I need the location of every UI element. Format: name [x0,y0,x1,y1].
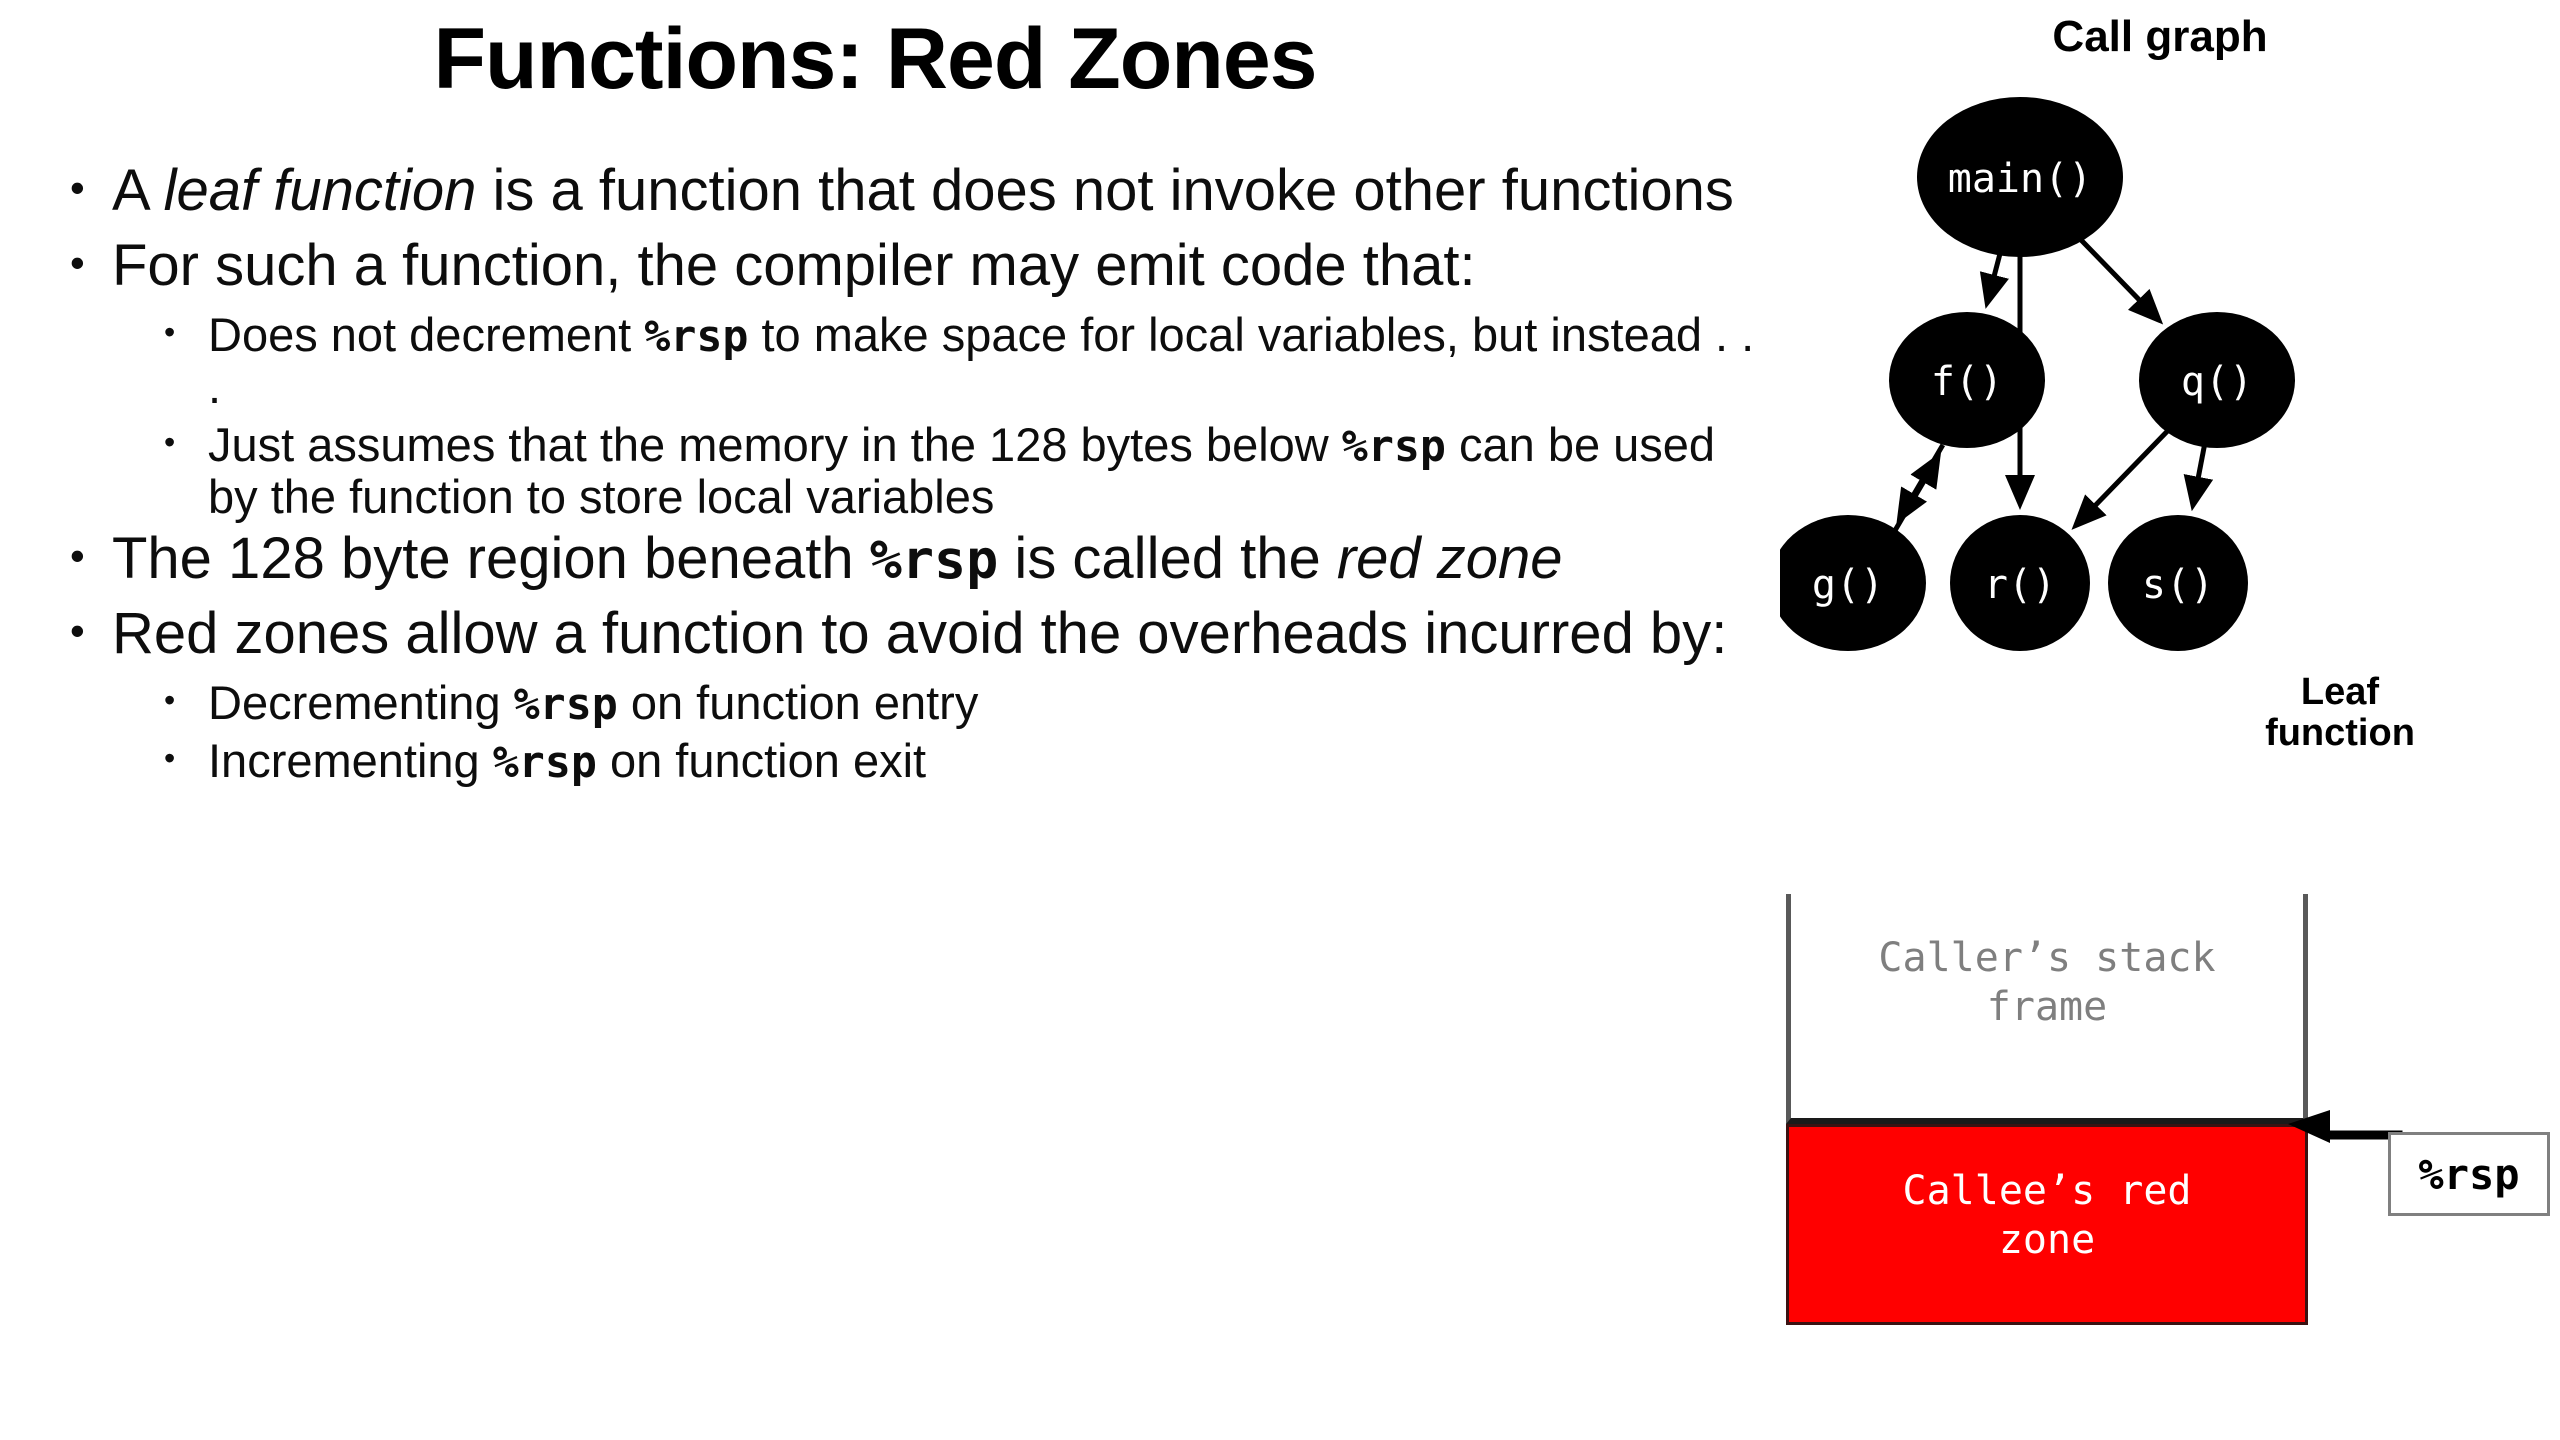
bullet-text-segment: %rsp [492,738,597,789]
bullet-decrementing-rsp-on-entry: Decrementing %rsp on function entry [60,676,1760,731]
node-ellipse [1780,515,1926,651]
bullet-text-segment: on function exit [596,734,927,788]
bullet-assumes-128-bytes-below-rsp: Just assumes that the memory in the 128 … [60,417,1760,523]
bullet-does-not-decrement-rsp: Does not decrement %rsp to make space fo… [60,308,1760,414]
bullet-text-segment: is a function that does not invoke other… [476,158,1734,223]
bullet-text-segment: %rsp [644,312,749,363]
node-ellipse [1950,515,2090,651]
bullet-red-zones-avoid-overheads: Red zones allow a function to avoid the … [60,600,1760,666]
bullet-text-segment: Decrementing [208,676,514,730]
stack-diagram-figure: Caller’s stack frame Callee’s red zone %… [1780,880,2560,1350]
bullet-text-segment: leaf function [163,158,477,223]
node-label-f: f() [1931,359,2003,405]
bullet-compiler-emit-code: For such a function, the compiler may em… [60,232,1760,298]
rsp-callout-box: %rsp [2388,1132,2550,1216]
bullet-text-segment: Incrementing [208,734,493,788]
leaf-annotation-line-2: function [2265,712,2415,755]
bullet-incrementing-rsp-on-exit: Incrementing %rsp on function exit [60,734,1760,789]
red-zone-line-1: Callee’s red [1902,1168,2192,1214]
call-graph-nodes: main() f() q() g() r() s() [1780,97,2295,651]
bullet-text-segment: Does not decrement [208,308,645,362]
node-label-s: s() [2142,562,2214,608]
bullet-text-segment: to make space for local variables, but i… [208,308,1755,414]
call-graph-title: Call graph [2052,12,2268,61]
bullet-text-segment: %rsp [869,527,999,591]
page-title: Functions: Red Zones [433,11,1318,107]
call-edge-q-to-s [2183,444,2214,512]
callers-stack-frame-box: Caller’s stack frame [1786,894,2308,1124]
call-graph-figure: Call graph main() f() q() g() r() s() Leaf fu… [1780,0,2560,800]
call-graph-node-main: main() [1917,97,2123,257]
bullet-text-segment: on function entry [617,676,979,730]
call-edge-main-to-q [2078,237,2164,325]
call-edge-g-to-f [1892,451,1942,533]
bullet-text-segment: For such a function, the compiler may em… [112,232,1476,298]
call-graph-node-s: s() [2108,515,2248,651]
node-ellipse [1917,97,2123,257]
caller-frame-line-1: Caller’s stack [1878,935,2216,981]
node-ellipse [2108,515,2248,651]
rsp-arrow-head [2288,1110,2330,1143]
call-edge-q-to-r [2071,428,2170,530]
bullet-text-segment: %rsp [513,680,618,731]
bullet-list: A leaf function is a function that does … [60,158,1760,793]
call-graph-node-g: g() [1780,515,1926,651]
callees-red-zone-box: Callee’s red zone [1786,1124,2308,1325]
bullet-text-segment: can be used by the function to store loc… [208,417,1716,523]
bullet-text-segment: Red zones allow a function to avoid the … [112,600,1728,666]
bullet-text-segment: red zone [1336,525,1563,591]
node-label-q: q() [2181,359,2253,405]
node-label-r: r() [1984,562,2056,608]
node-label-main: main() [1948,156,2093,202]
node-label-g: g() [1812,562,1884,608]
callees-red-zone-label: Callee’s red zone [1789,1167,2305,1265]
node-ellipse [2139,312,2295,448]
call-edge-main-to-f [1979,252,2009,309]
callers-stack-frame-label: Caller’s stack frame [1791,934,2303,1032]
bullet-text-segment: Just assumes that the memory in the 128 … [208,417,1342,471]
bullet-text-segment: is called the [998,525,1337,591]
bullet-text-segment: %rsp [1341,421,1446,472]
call-graph-edges [1892,237,2214,533]
leaf-function-annotation: Leaf function [2240,671,2440,755]
caller-frame-line-2: frame [1986,983,2108,1030]
bullet-text-segment: A [112,158,164,223]
leaf-annotation-line-1: Leaf [2300,671,2380,713]
call-graph-svg: main() f() q() g() r() s() [1780,97,2295,651]
bullet-red-zone-definition: The 128 byte region beneath %rsp is call… [60,525,1760,591]
bullet-text-segment: The 128 byte region beneath [112,525,870,591]
call-graph-node-q: q() [2139,312,2295,448]
bullet-leaf-function-definition: A leaf function is a function that does … [60,158,1760,223]
call-graph-node-r: r() [1950,515,2090,651]
red-zone-line-2: zone [1998,1216,2096,1263]
node-ellipse [1889,312,2045,448]
call-graph-node-f: f() [1889,312,2045,448]
